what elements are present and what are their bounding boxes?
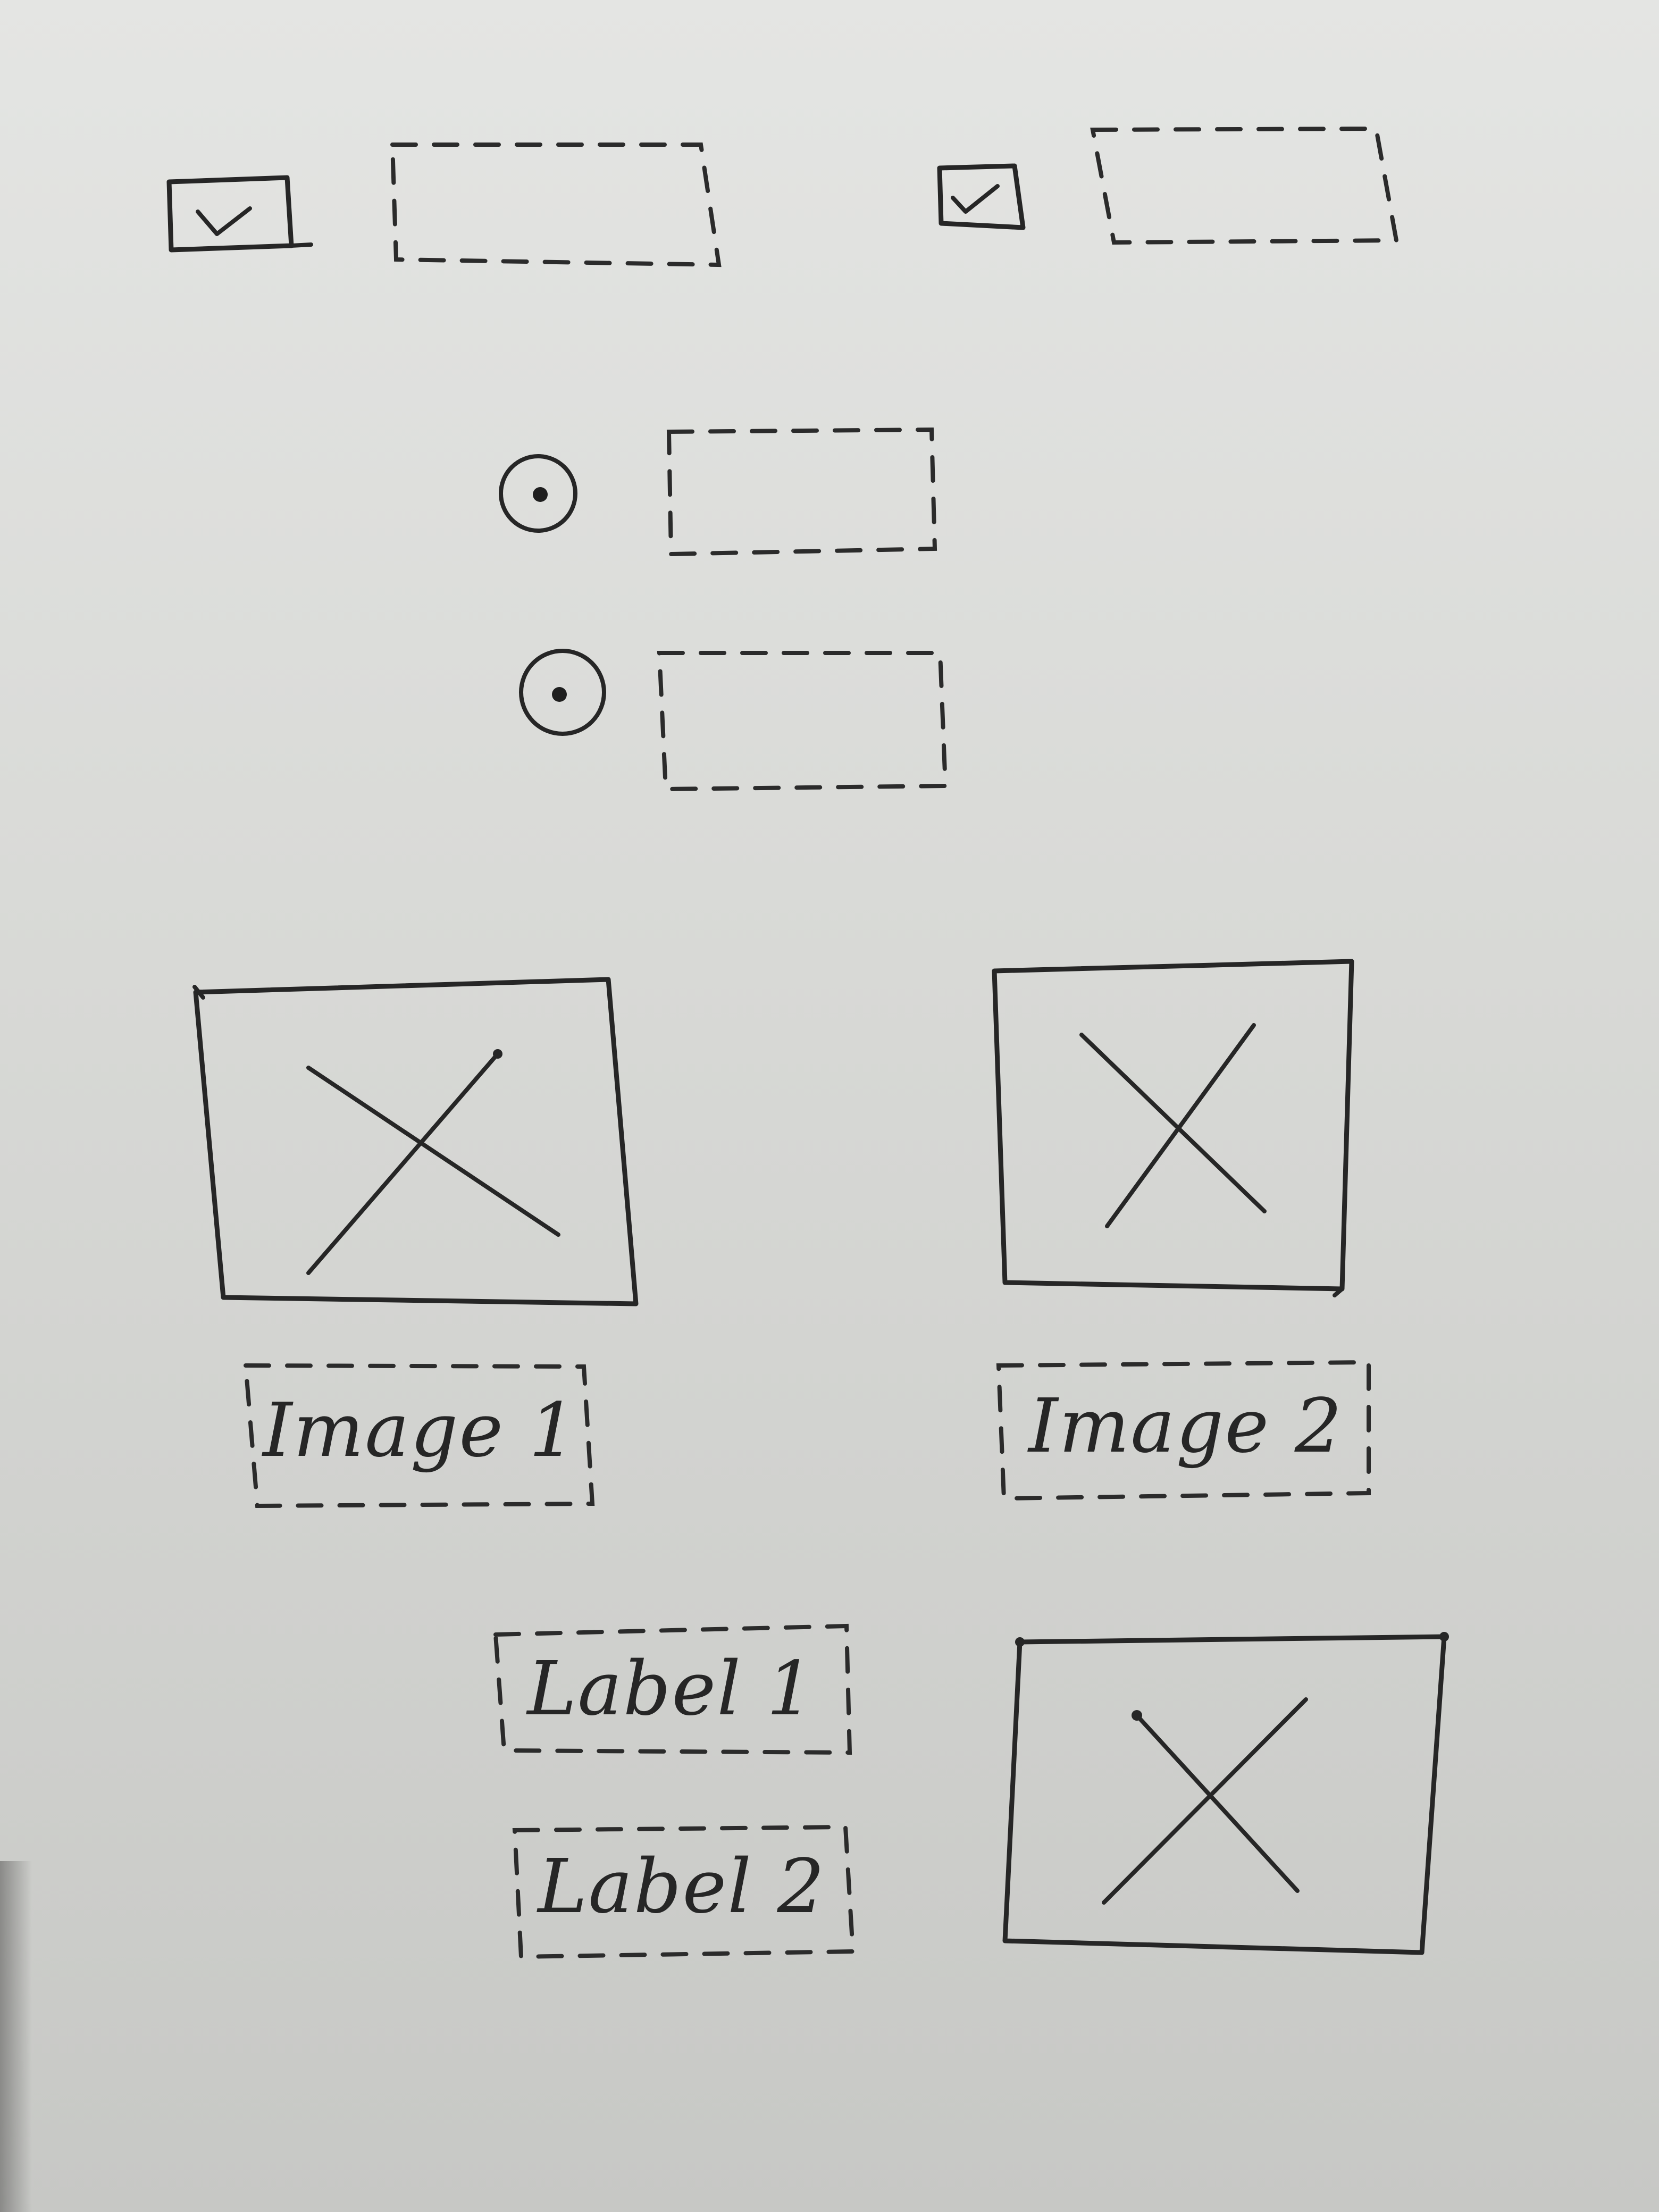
- radio-button-2-label-field[interactable]: [657, 651, 948, 792]
- checkbox-2-label-field[interactable]: [1090, 126, 1399, 245]
- label-1-field: Label 1: [493, 1623, 852, 1755]
- radio-button-1[interactable]: [499, 454, 577, 533]
- radio-dot-icon: [552, 687, 567, 702]
- image-2-caption-text: Image 2: [1027, 1383, 1343, 1470]
- label-1-text: Label 1: [525, 1646, 815, 1732]
- image-placeholder-icon: [306, 1052, 560, 1275]
- checkbox-2[interactable]: [937, 163, 1026, 230]
- image-placeholder-icon: [1079, 1023, 1267, 1228]
- checkbox-1[interactable]: [166, 175, 313, 253]
- checkmark-icon: [951, 184, 1000, 214]
- image-placeholder-icon: [1102, 1697, 1308, 1905]
- image-1-placeholder: [192, 977, 639, 1306]
- image-2-caption: Image 2: [996, 1360, 1371, 1501]
- radio-dot-icon: [533, 487, 548, 502]
- image-3-placeholder: [1002, 1632, 1449, 1955]
- checkmark-icon: [196, 206, 252, 236]
- image-1-caption: Image 1: [243, 1363, 595, 1509]
- label-2-text: Label 2: [536, 1844, 825, 1930]
- label-2-field: Label 2: [512, 1824, 856, 1959]
- image-2-placeholder: [992, 959, 1354, 1297]
- paper-edge-shadow: [0, 1861, 32, 2212]
- radio-button-2[interactable]: [519, 649, 606, 736]
- image-1-caption-text: Image 1: [261, 1387, 577, 1474]
- radio-button-1-label-field[interactable]: [666, 427, 937, 557]
- checkbox-1-label-field[interactable]: [390, 143, 722, 267]
